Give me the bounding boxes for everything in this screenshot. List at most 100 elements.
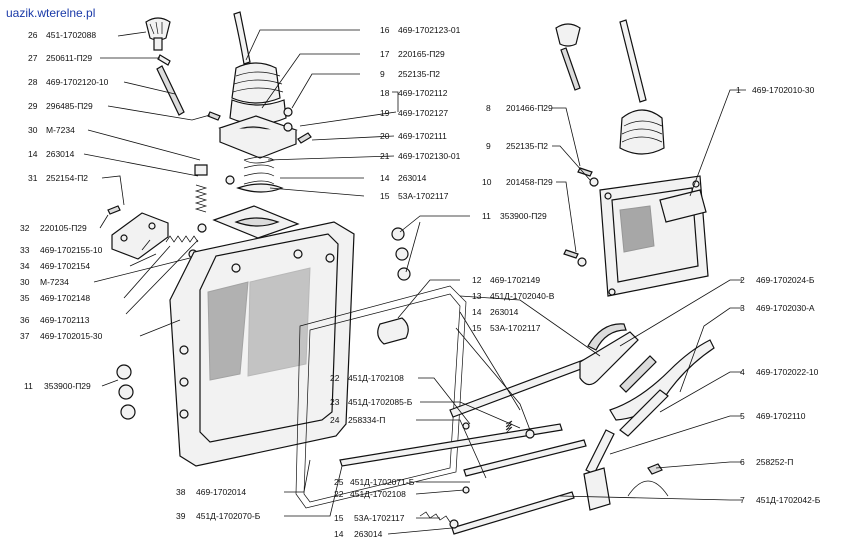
callout-code-25: 451Д-1702071-Б (350, 477, 415, 487)
callout-code-21: 469-1702130-01 (398, 151, 461, 161)
callout-num-14d: 14 (334, 529, 344, 539)
washers-11 (116, 227, 411, 420)
callout-num-1: 1 (736, 85, 741, 95)
callout-code-22b: 451Д-1702108 (350, 489, 406, 499)
callout-num-9: 9 (380, 69, 385, 79)
callout-num-14: 14 (28, 149, 38, 159)
callout-code-1: 469-1702010-30 (752, 85, 815, 95)
callout-num-19: 19 (380, 108, 390, 118)
callout-code-30b: М-7234 (40, 277, 69, 287)
callout-num-20: 20 (380, 131, 390, 141)
washer-19 (283, 122, 293, 132)
callout-code-39: 451Д-1702070-Б (196, 511, 261, 521)
callout-code-14c: 263014 (490, 307, 519, 317)
callout-num-24: 24 (330, 415, 340, 425)
callout-code-17: 220165-П29 (398, 49, 445, 59)
callout-code-15b: 53А-1702117 (490, 323, 541, 333)
spring-15 (505, 420, 513, 434)
callout-num-30b: 30 (20, 277, 30, 287)
callout-num-22: 22 (330, 373, 340, 383)
washer-9 (283, 107, 293, 117)
leader-lines (83, 29, 746, 535)
ball-14 (525, 429, 535, 439)
callout-num-16: 16 (380, 25, 390, 35)
callout-num-14c: 14 (472, 307, 482, 317)
callout-code-20: 469-1702111 (398, 131, 447, 141)
callout-num-7: 7 (740, 495, 745, 505)
callout-code-8: 201466-П29 (506, 103, 553, 113)
callout-num-9b: 9 (486, 141, 491, 151)
callout-num-8: 8 (486, 103, 491, 113)
callout-code-15c: 53А-1702117 (354, 513, 405, 523)
shift-rod-23 (339, 423, 563, 467)
callout-num-13: 13 (472, 291, 482, 301)
plug-12 (377, 317, 409, 345)
callout-num-15c: 15 (334, 513, 344, 523)
callout-num-18: 18 (380, 88, 390, 98)
callout-num-15: 15 (380, 191, 390, 201)
callout-code-11: 353900-П29 (44, 381, 91, 391)
callout-labels: 26 451-1702088 27 250611-П29 28 469-1702… (20, 25, 821, 539)
spring-15b (419, 511, 451, 523)
callout-num-10: 10 (482, 177, 492, 187)
callout-code-3: 469-1702030-А (756, 303, 815, 313)
callout-num-33: 33 (20, 245, 30, 255)
callout-code-18: 469-1702112 (398, 88, 448, 98)
callout-num-12: 12 (472, 275, 482, 285)
callout-code-24: 258334-П (348, 415, 385, 425)
callout-num-38: 38 (176, 487, 186, 497)
callout-code-38: 469-1702014 (196, 487, 246, 497)
callout-code-2: 469-1702024-Б (756, 275, 815, 285)
callout-num-39: 39 (176, 511, 186, 521)
lever-assembly-1 (555, 19, 709, 297)
ball-14b (449, 519, 459, 529)
callout-code-32: 220105-П29 (40, 223, 87, 233)
spring-35 (165, 235, 199, 243)
gasket-38 (295, 285, 467, 509)
callout-code-28: 469-1702120-10 (46, 77, 109, 87)
bolt-28 (207, 111, 221, 121)
callout-num-35: 35 (20, 293, 30, 303)
callout-num-36: 36 (20, 315, 30, 325)
gear-knob-small (145, 17, 185, 116)
pin-6 (647, 463, 663, 475)
bracket-plate (107, 205, 169, 260)
callout-code-23: 451Д-1702085-Б (348, 397, 413, 407)
callout-code-14b: 263014 (398, 173, 427, 183)
callout-num-32: 32 (20, 223, 30, 233)
callout-code-35: 469-1702148 (40, 293, 90, 303)
callout-code-13: 451Д-1702040-В (490, 291, 555, 301)
callout-code-14d: 263014 (354, 529, 383, 539)
callout-code-12: 469-1702149 (490, 275, 540, 285)
shift-lever-5 (583, 429, 615, 511)
shift-rod-25 (463, 439, 587, 477)
bolt-10 (563, 249, 579, 259)
callout-code-15: 53А-1702117 (398, 191, 449, 201)
callout-num-28: 28 (28, 77, 38, 87)
callout-num-31: 31 (28, 173, 38, 183)
callout-code-31: 252154-П2 (46, 173, 88, 183)
shift-rod-7 (451, 491, 575, 535)
spring-left (194, 164, 208, 233)
callout-num-30: 30 (28, 125, 38, 135)
callout-num-4: 4 (740, 367, 745, 377)
washer-9b (589, 177, 599, 187)
callout-code-14: 263014 (46, 149, 75, 159)
callout-num-34: 34 (20, 261, 30, 271)
callout-num-6: 6 (740, 457, 745, 467)
shift-fork-2 (579, 323, 639, 386)
callout-code-22: 451Д-1702108 (348, 373, 404, 383)
callout-num-5: 5 (740, 411, 745, 421)
callout-code-29: 296485-П29 (46, 101, 93, 111)
callout-code-19: 469-1702127 (398, 108, 448, 118)
callout-num-26: 26 (28, 30, 38, 40)
gearbox-cover-housing (169, 221, 355, 467)
callout-num-3: 3 (740, 303, 745, 313)
callout-code-30: М-7234 (46, 125, 75, 135)
callout-code-33: 469-1702155-10 (40, 245, 103, 255)
callout-num-17: 17 (380, 49, 390, 59)
callout-code-9b: 252135-П2 (506, 141, 548, 151)
callout-code-7: 451Д-1702042-Б (756, 495, 821, 505)
